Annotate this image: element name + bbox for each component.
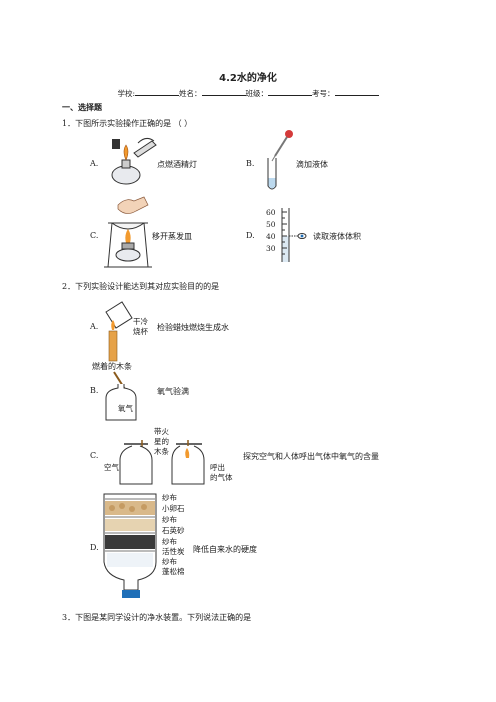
- q2-option-d-letter[interactable]: D.: [90, 543, 99, 552]
- q3-stem: 3．下图是某同学设计的净水装置。下列说法正确的是: [62, 613, 252, 622]
- candle-beaker-figure: [105, 301, 133, 362]
- q2-option-c-caption: 探究空气和人体呼出气体中氧气的含量: [243, 452, 379, 461]
- evaporating-dish-figure: [104, 196, 152, 268]
- section-heading: 一、选择题: [62, 102, 102, 112]
- exam-no-label: 考号：: [312, 89, 335, 98]
- school-blank[interactable]: [135, 89, 180, 96]
- beaker-label-line1: 干冷: [133, 317, 148, 326]
- q2-stem: 2．下列实验设计能达到其对应实验目的的是: [62, 282, 220, 291]
- water-filter-figure: [103, 493, 157, 598]
- filter-layer-4: 纱布: [162, 537, 177, 546]
- q2-option-b-caption: 氧气验满: [157, 387, 189, 396]
- q1-stem: 1．下图所示实验操作正确的是 （ ）: [62, 119, 193, 128]
- dropper-test-tube-figure: [267, 130, 293, 190]
- exam-no-blank[interactable]: [334, 89, 379, 96]
- beaker-label-line2: 烧杯: [133, 327, 148, 336]
- name-blank[interactable]: [201, 89, 246, 96]
- q2-option-b-letter[interactable]: B.: [90, 386, 99, 395]
- exhaled-gas-label-1: 呼出: [210, 463, 225, 472]
- filter-layer-2: 纱布: [162, 515, 177, 524]
- q1-option-a-caption: 点燃酒精灯: [157, 160, 197, 169]
- burning-stick-label: 燃着的木条: [92, 362, 132, 371]
- q1-option-d-letter[interactable]: D.: [246, 231, 255, 240]
- two-bottles-figure: [119, 440, 205, 485]
- q1-option-c-letter[interactable]: C.: [90, 231, 99, 240]
- oxygen-bottle-figure: [105, 371, 137, 421]
- glowing-stick-label-2: 星的: [154, 437, 169, 446]
- q1-option-b-caption: 滴加液体: [296, 160, 328, 169]
- filter-layer-5: 活性炭: [162, 547, 185, 556]
- q2-option-a-caption: 检验蜡烛燃烧生成水: [157, 323, 229, 332]
- q1-option-d-caption: 读取液体体积: [313, 232, 361, 241]
- class-label: 班级：: [245, 89, 269, 98]
- class-blank[interactable]: [268, 89, 313, 96]
- filter-layer-0: 纱布: [162, 493, 177, 502]
- filter-layer-7: 蓬松棉: [162, 567, 185, 576]
- name-label: 姓名：: [179, 89, 202, 98]
- student-info-line: 学校: 姓名： 班级： 考号：: [0, 88, 496, 99]
- air-label: 空气: [104, 463, 119, 472]
- q1-option-c-caption: 移开蒸发皿: [152, 232, 192, 241]
- school-label: 学校:: [117, 89, 136, 98]
- cylinder-tick-60: 60: [266, 208, 276, 217]
- filter-layer-3: 石英砂: [162, 526, 185, 535]
- glowing-stick-label-1: 带火: [154, 427, 169, 436]
- q1-option-a-letter[interactable]: A.: [90, 159, 99, 168]
- filter-layer-1: 小卵石: [162, 504, 185, 513]
- q2-option-d-caption: 降低自来水的硬度: [193, 545, 257, 554]
- cylinder-tick-40: 40: [266, 232, 276, 241]
- page-title: 4.2水的净化: [219, 73, 277, 84]
- cylinder-tick-30: 30: [266, 244, 276, 253]
- filter-layer-6: 纱布: [162, 557, 177, 566]
- q1-option-b-letter[interactable]: B.: [246, 159, 255, 168]
- exhaled-gas-label-2: 的气体: [210, 473, 233, 482]
- glowing-stick-label-3: 木条: [154, 447, 169, 456]
- cylinder-tick-50: 50: [266, 220, 276, 229]
- graduated-cylinder-figure: [281, 208, 307, 262]
- q2-option-c-letter[interactable]: C.: [90, 451, 99, 460]
- q2-option-a-letter[interactable]: A.: [90, 322, 99, 331]
- bottle-oxygen-label: 氧气: [118, 404, 133, 413]
- alcohol-lamp-lighting-figure: [111, 137, 157, 185]
